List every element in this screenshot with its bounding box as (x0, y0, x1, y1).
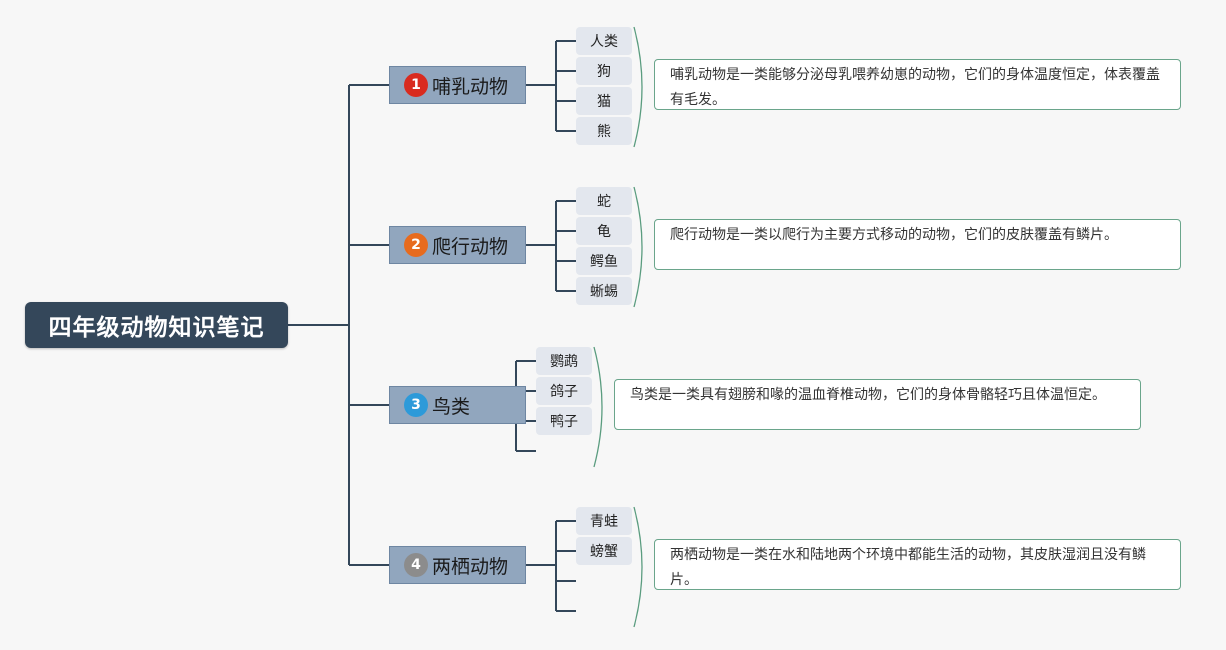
leaf-node[interactable]: 螃蟹 (576, 537, 632, 565)
number-badge: 1 (404, 73, 428, 97)
central-topic[interactable]: 四年级动物知识笔记 (25, 302, 288, 348)
leaf-node[interactable]: 青蛙 (576, 507, 632, 535)
number-badge: 2 (404, 233, 428, 257)
category-label: 哺乳动物 (432, 75, 509, 98)
summary-note[interactable]: 两栖动物是一类在水和陆地两个环境中都能生活的动物，其皮肤湿润且没有鳞片。 (654, 539, 1181, 590)
leaf-node[interactable]: 狗 (576, 57, 632, 85)
leaf-node[interactable]: 鳄鱼 (576, 247, 632, 275)
leaf-node[interactable]: 人类 (576, 27, 632, 55)
leaf-node[interactable]: 鹦鹉 (536, 347, 592, 375)
leaf-node[interactable]: 鸽子 (536, 377, 592, 405)
summary-brace (633, 26, 643, 148)
summary-note[interactable]: 鸟类是一类具有翅膀和喙的温血脊椎动物，它们的身体骨骼轻巧且体温恒定。 (614, 379, 1141, 430)
leaf-node[interactable]: 蛇 (576, 187, 632, 215)
leaf-node[interactable]: 蜥蜴 (576, 277, 632, 305)
leaf-node[interactable]: 熊 (576, 117, 632, 145)
category-label: 鸟类 (432, 395, 471, 418)
leaf-node[interactable]: 鸭子 (536, 407, 592, 435)
number-badge: 3 (404, 393, 428, 417)
category-label: 爬行动物 (432, 235, 509, 258)
summary-note[interactable]: 哺乳动物是一类能够分泌母乳喂养幼崽的动物，它们的身体温度恒定，体表覆盖有毛发。 (654, 59, 1181, 110)
category-label: 两栖动物 (432, 555, 509, 578)
leaf-node[interactable]: 龟 (576, 217, 632, 245)
summary-note[interactable]: 爬行动物是一类以爬行为主要方式移动的动物，它们的皮肤覆盖有鳞片。 (654, 219, 1181, 270)
number-badge: 4 (404, 553, 428, 577)
summary-brace (633, 506, 643, 628)
summary-brace (633, 186, 643, 308)
leaf-node[interactable]: 猫 (576, 87, 632, 115)
summary-brace (593, 346, 603, 468)
